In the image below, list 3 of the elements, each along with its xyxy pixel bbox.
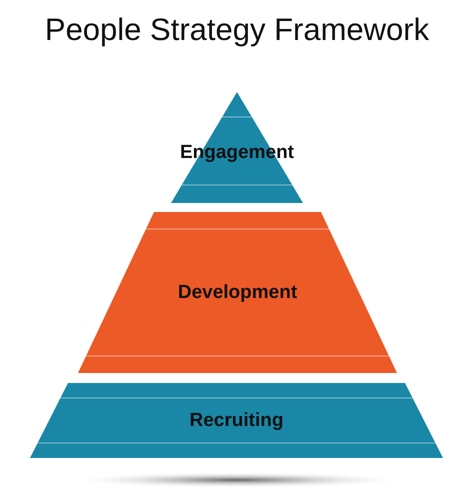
diagram-title: People Strategy Framework [44,12,430,48]
tier-label: Development [176,282,298,304]
tier-label: Recruiting [188,410,284,432]
